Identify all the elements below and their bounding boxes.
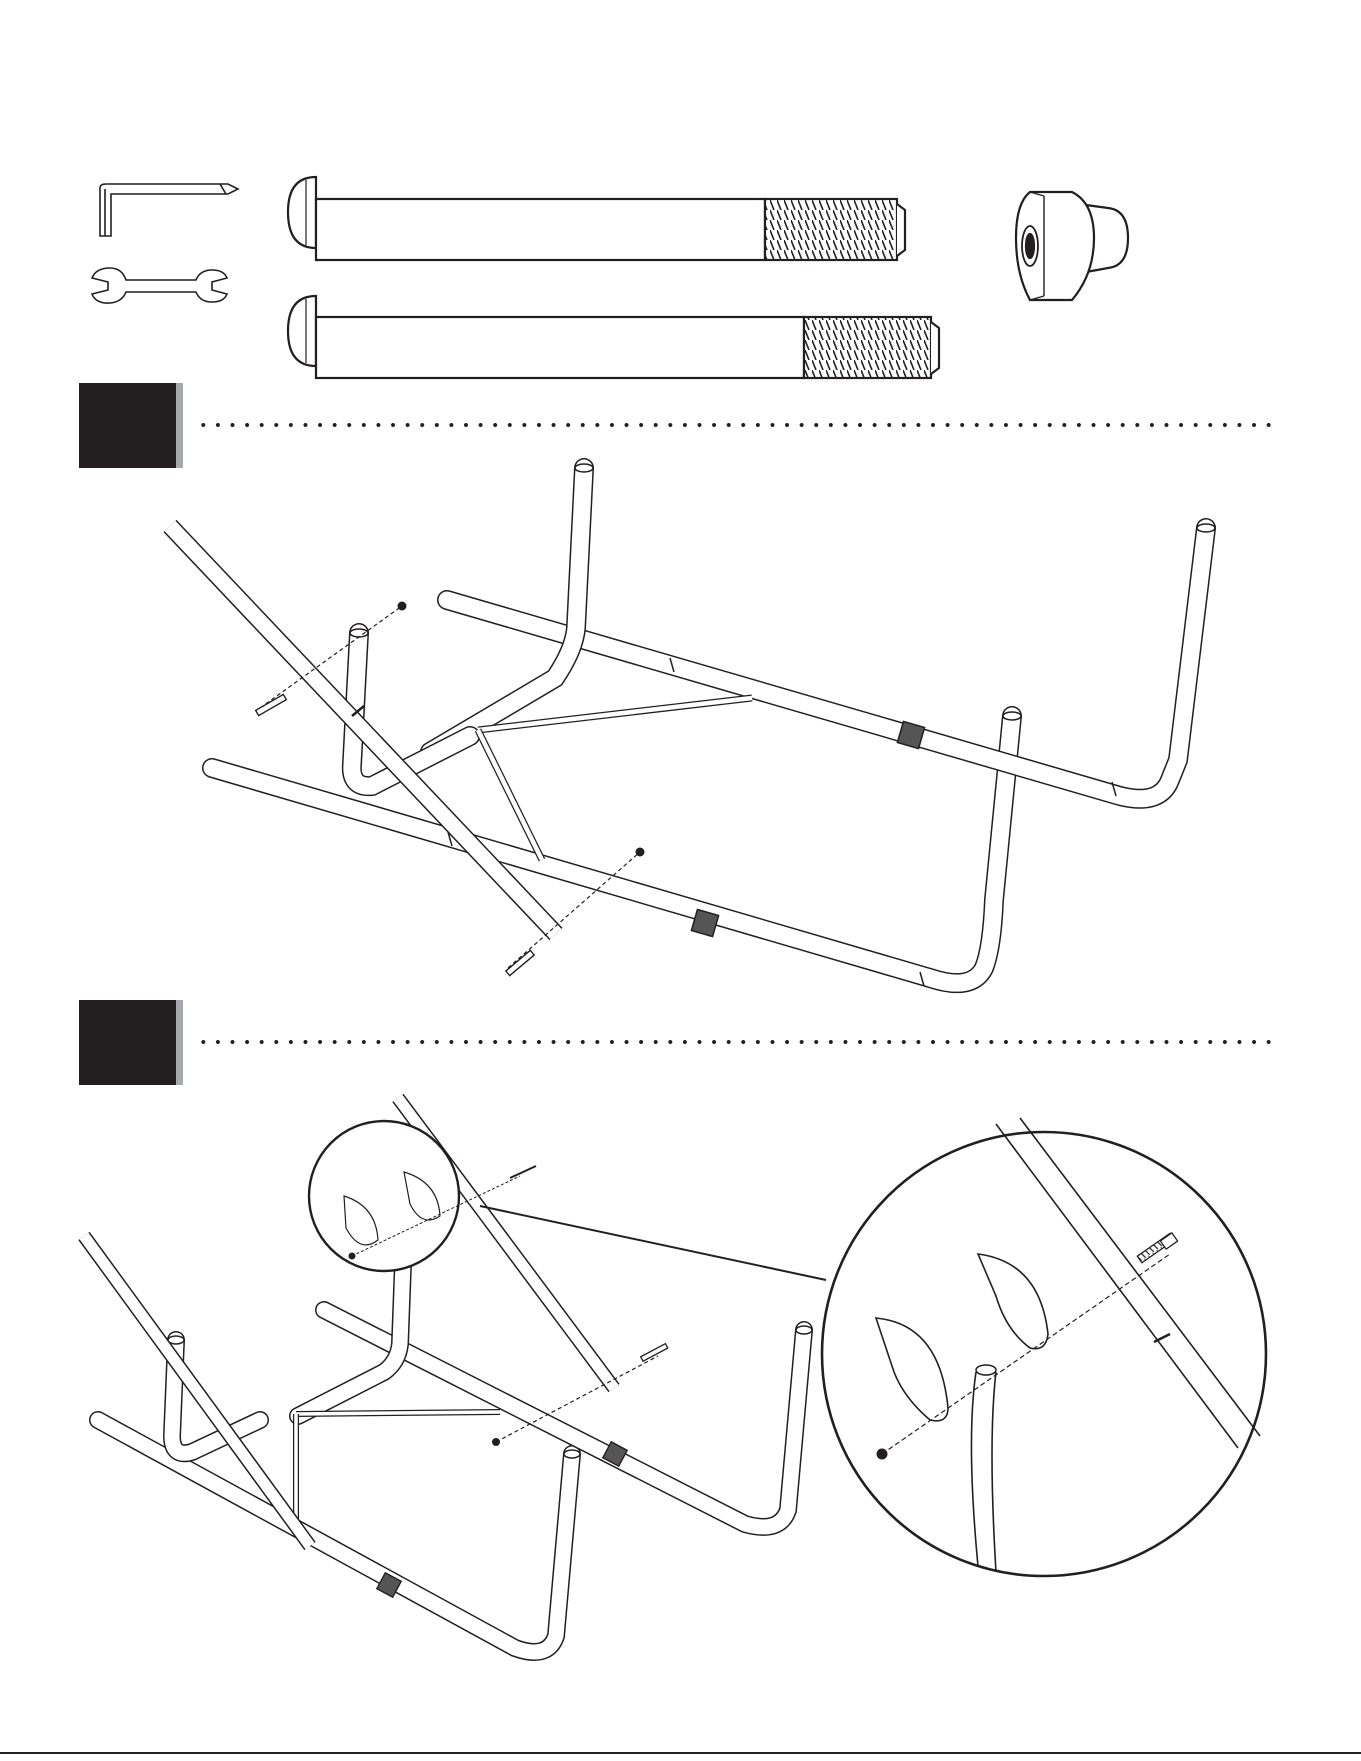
allen-wrench-icon xyxy=(100,184,238,236)
step-2-frame-assembly xyxy=(84,1098,1266,1652)
long-bolt xyxy=(288,296,939,378)
short-bolt xyxy=(288,177,905,260)
open-end-wrench-icon xyxy=(92,268,227,303)
step-1-frame-assembly xyxy=(170,464,1215,986)
lock-nut xyxy=(1016,192,1128,300)
